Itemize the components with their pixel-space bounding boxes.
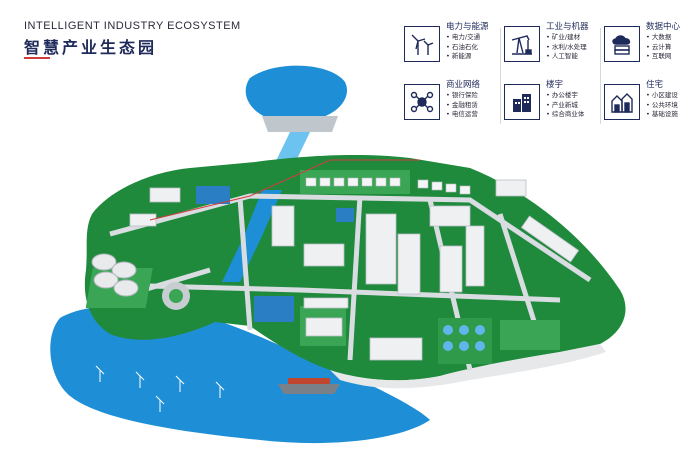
cargo-ship (278, 384, 340, 394)
cloud-server-icon (604, 26, 640, 62)
residential-cluster (305, 177, 471, 195)
legend-bullet: 石油石化 (446, 43, 502, 53)
upper-reservoir (245, 65, 348, 118)
legend-title: 数据中心 (646, 22, 681, 32)
legend-bullet: 大数据 (646, 33, 698, 43)
legend-item-power: 电力与能源 电力/交通 石油石化 新能源 (404, 22, 502, 74)
sector-legend: 电力与能源 电力/交通 石油石化 新能源 工业与机器 矿业/建材 水利/水处理 … (404, 22, 696, 132)
dam (262, 116, 338, 132)
legend-item-business: 商业网络 银行保险 金融租赁 电信运营 (404, 80, 502, 132)
legend-item-datacenter: 数据中心 大数据 云计算 互联网 (604, 22, 698, 74)
offshore-wind-turbines (95, 365, 225, 412)
legend-title: 电力与能源 (446, 22, 489, 32)
treatment-pools (196, 186, 485, 351)
title-english: INTELLIGENT INDUSTRY ECOSYSTEM (24, 20, 241, 32)
title-accent-rule (24, 57, 50, 59)
legend-bullet: 人工智能 (546, 52, 602, 62)
legend-bullet: 产业新城 (546, 101, 602, 111)
power-line (149, 159, 420, 221)
legend-item-buildings: 楼宇 办公楼宇 产业新城 综合商业体 (504, 80, 602, 132)
legend-bullet: 云计算 (646, 43, 698, 53)
legend-bullet: 基础设施 (646, 110, 698, 120)
buildings (129, 179, 580, 361)
legend-bullet: 矿业/建材 (546, 33, 602, 43)
legend-title: 楼宇 (546, 80, 564, 90)
legend-divider (500, 28, 501, 124)
legend-bullet: 水利/水处理 (546, 43, 602, 53)
legend-title: 住宅 (646, 80, 664, 90)
legend-bullet: 综合商业体 (546, 110, 602, 120)
legend-bullet: 电力/交通 (446, 33, 502, 43)
legend-divider (600, 28, 601, 124)
river-channel (222, 190, 282, 282)
title-chinese: 智慧产业生态园 (24, 38, 158, 57)
building-icon (504, 84, 540, 120)
storage-tanks (91, 253, 139, 297)
landmass-edge (330, 344, 606, 389)
legend-item-industry: 工业与机器 矿业/建材 水利/水处理 人工智能 (504, 22, 602, 74)
residential-houses-icon (604, 84, 640, 120)
legend-bullet: 银行保险 (446, 91, 502, 101)
legend-bullet: 公共环境 (646, 101, 698, 111)
oil-pump-icon (504, 26, 540, 62)
legend-item-residential: 住宅 小区建设 公共环境 基础设施 (604, 80, 698, 132)
legend-title: 商业网络 (446, 80, 481, 90)
wind-turbine-icon (404, 26, 440, 62)
legend-bullet: 金融租赁 (446, 101, 502, 111)
legend-title: 工业与机器 (546, 22, 589, 32)
legend-bullet: 办公楼宇 (546, 91, 602, 101)
legend-bullet: 小区建设 (646, 91, 698, 101)
legend-bullet: 新能源 (446, 52, 502, 62)
legend-bullet: 电信运营 (446, 110, 502, 120)
legend-bullet: 互联网 (646, 52, 698, 62)
network-nodes-icon (404, 84, 440, 120)
